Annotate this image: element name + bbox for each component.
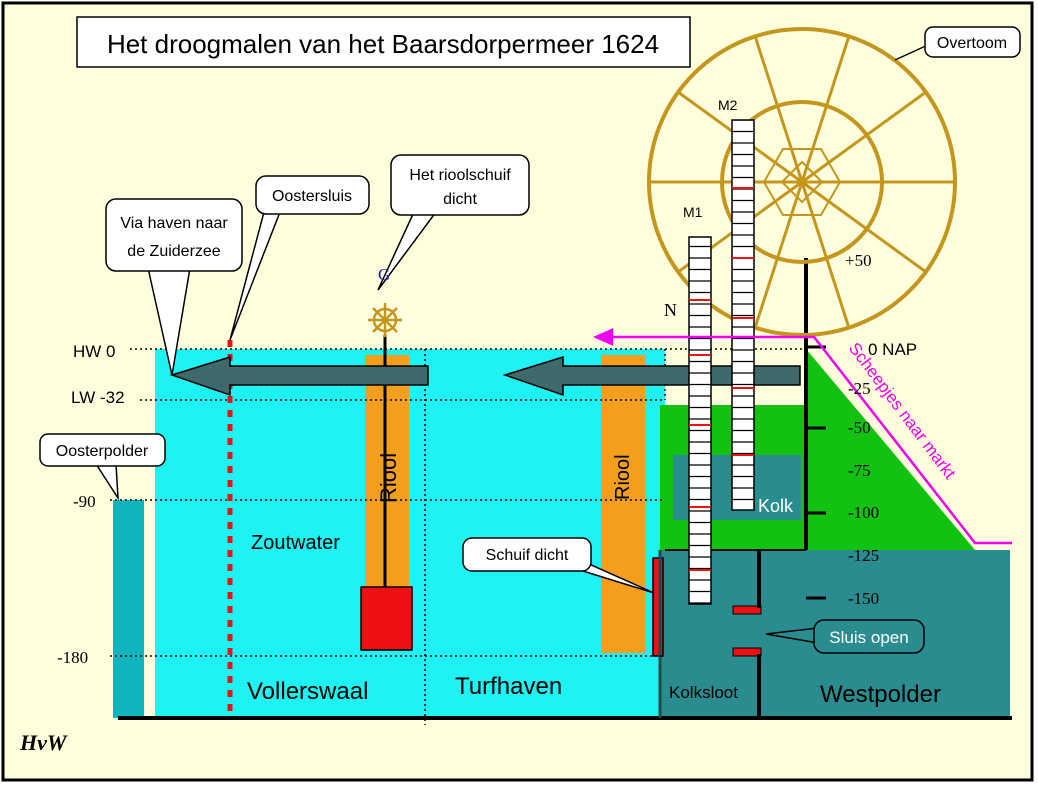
riool-right-column — [601, 355, 645, 653]
oostersluis-label: Oostersluis — [272, 188, 352, 205]
scale-m100: -100 — [848, 503, 879, 522]
signature: HvW — [19, 730, 68, 755]
zoutwater-label: Zoutwater — [251, 532, 340, 554]
dike-slope — [806, 349, 975, 550]
callout-oostersluis: Oostersluis — [229, 175, 370, 341]
label-m2: M2 — [718, 97, 738, 113]
schuif-dicht-label: Schuif dicht — [486, 547, 569, 564]
rioolschuif-line1: Het rioolschuif — [409, 167, 511, 184]
riool-gate-block — [360, 586, 413, 651]
oosterpolder-strip — [113, 500, 144, 718]
label-m1: M1 — [683, 204, 703, 220]
scale-nap: 0 NAP — [868, 340, 917, 359]
ship-route — [592, 328, 1012, 545]
level-hw: HW 0 — [73, 342, 116, 361]
via-haven-line2: de Zuiderzee — [127, 243, 220, 260]
via-haven-line1: Via haven naar — [120, 215, 228, 232]
diagram-title: Het droogmalen van het Baarsdorpermeer 1… — [107, 29, 659, 59]
vollerswaal-label: Vollerswaal — [247, 678, 368, 705]
kolksloot-label: Kolksloot — [669, 683, 738, 702]
flow-arrow-left — [169, 355, 429, 397]
sluis-open-label: Sluis open — [829, 628, 908, 647]
handwheel-icon — [368, 303, 402, 337]
scale-m50: -50 — [848, 418, 871, 437]
title-box — [76, 16, 691, 68]
callout-sluis-open: Sluis open — [765, 619, 925, 654]
kolk-label: Kolk — [758, 496, 794, 516]
overtoom-wheel — [647, 27, 957, 337]
callout-overtoom: Overtoom — [894, 26, 1021, 61]
riool-left-label: Riool — [376, 453, 401, 503]
label-g: G — [378, 265, 390, 284]
overtoom-label: Overtoom — [937, 35, 1007, 52]
sluis-gate-top — [732, 605, 762, 615]
label-n: N — [664, 300, 677, 320]
callout-schuif-dicht: Schuif dicht — [462, 537, 655, 594]
callout-via-haven: Via haven naar de Zuiderzee — [105, 198, 243, 376]
flow-arrow-right — [502, 355, 801, 397]
scale-m150: -150 — [848, 589, 879, 608]
scale-p50: +50 — [845, 251, 872, 270]
callout-oosterpolder: Oosterpolder — [39, 433, 166, 501]
riool-left-column — [365, 355, 409, 587]
rioolschuif-line2: dicht — [443, 191, 477, 208]
gauge-red-marks — [689, 187, 754, 571]
riool-right-label: Riool — [612, 454, 634, 500]
scale-m75: -75 — [848, 461, 871, 480]
oosterpolder-label: Oosterpolder — [56, 443, 149, 460]
callout-rioolschuif: Het rioolschuif dicht — [377, 154, 530, 291]
gauge-m1-rungs — [689, 237, 711, 604]
scale-m125: -125 — [848, 546, 879, 565]
westpolder-label: Westpolder — [820, 681, 941, 708]
schuif-gate — [652, 557, 664, 657]
turfhaven-label: Turfhaven — [455, 673, 562, 700]
level-lw: LW -32 — [71, 388, 125, 407]
level-m90: -90 — [73, 492, 96, 511]
sluis-gate-bottom — [732, 647, 762, 657]
level-m180: -180 — [57, 648, 88, 667]
gauge-m2-rungs — [732, 120, 754, 510]
scale-m25: -25 — [848, 379, 871, 398]
